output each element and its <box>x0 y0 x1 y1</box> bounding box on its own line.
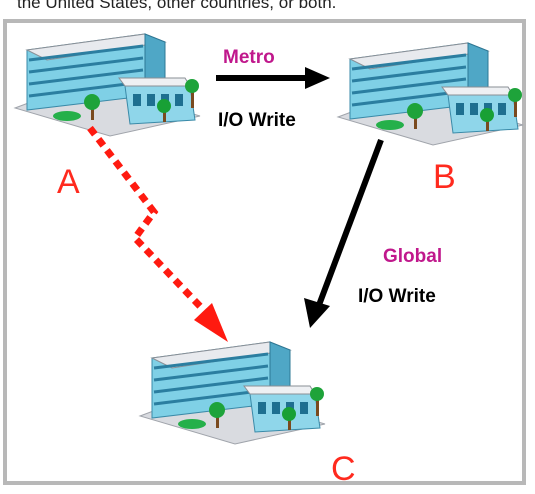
truncated-header-text: the United States, other countries, or b… <box>17 0 337 12</box>
metro-arrow <box>216 67 330 89</box>
site-a-building-icon <box>13 32 202 138</box>
global-arrow <box>304 138 384 328</box>
site-label-b: B <box>433 158 456 196</box>
metro-io-label: I/O Write <box>218 110 296 131</box>
site-b-building-icon <box>336 41 525 147</box>
site-label-c: C <box>331 450 356 488</box>
diagram-frame <box>3 19 526 485</box>
site-label-a: A <box>57 163 80 201</box>
dotted-red-arrow <box>87 125 228 342</box>
site-c-building-icon <box>138 340 327 446</box>
metro-label: Metro <box>223 47 275 68</box>
global-label: Global <box>383 246 443 267</box>
global-io-label: I/O Write <box>358 286 436 307</box>
